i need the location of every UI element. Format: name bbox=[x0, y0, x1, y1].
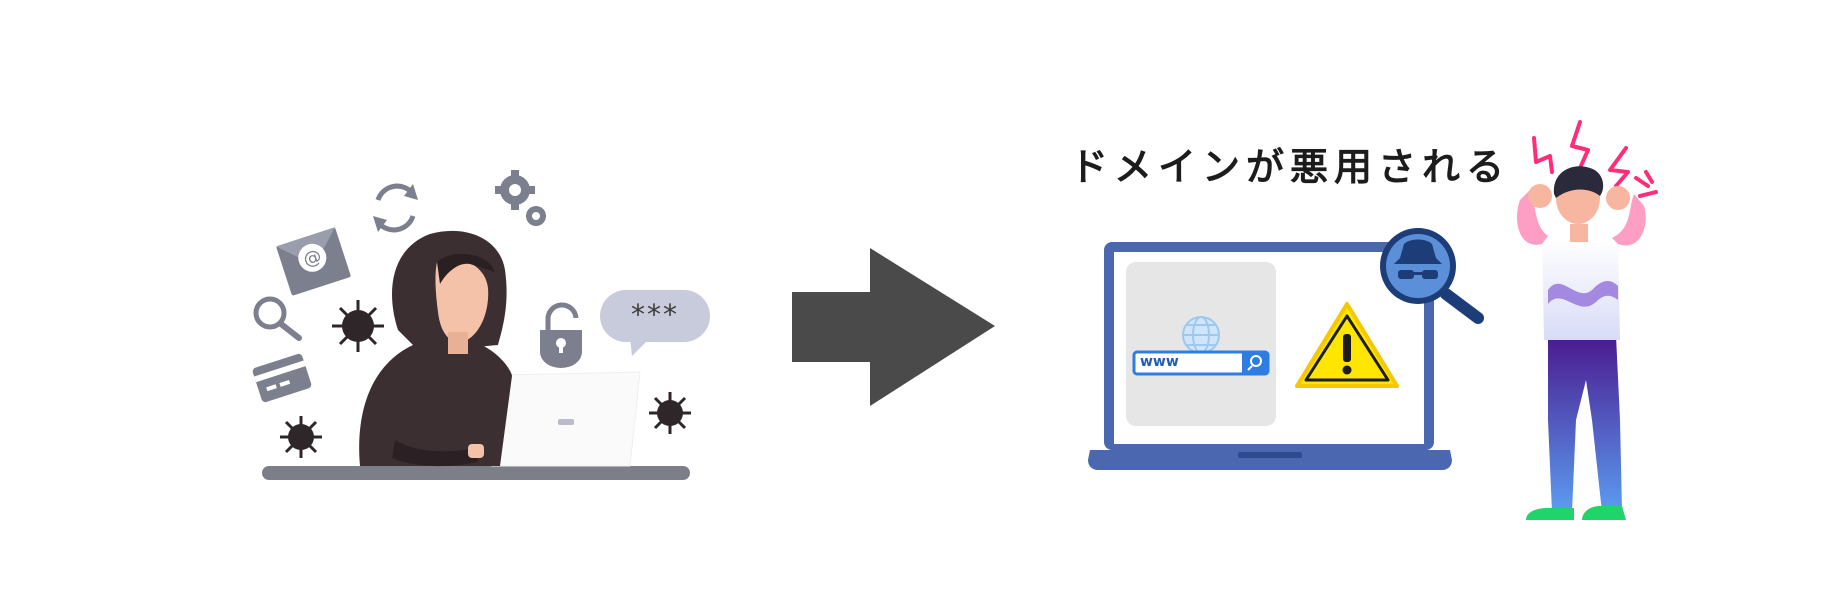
password-bubble bbox=[600, 290, 710, 356]
password-bubble-text: *** bbox=[631, 298, 679, 331]
address-bar bbox=[1132, 350, 1270, 376]
unlocked-padlock-icon bbox=[540, 302, 582, 368]
laptop-base bbox=[1088, 450, 1452, 470]
virus-icon bbox=[280, 416, 322, 458]
laptop-scene bbox=[1088, 228, 1484, 470]
hacker-laptop-icon bbox=[491, 371, 641, 467]
spy-magnifier-icon bbox=[1380, 228, 1484, 324]
hacker-scene: @ bbox=[252, 170, 710, 480]
address-bar-text: www bbox=[1140, 354, 1179, 370]
sync-icon bbox=[373, 183, 418, 233]
gear-icon bbox=[495, 170, 546, 226]
hooded-hacker-icon bbox=[359, 230, 512, 467]
search-icon bbox=[253, 296, 302, 341]
globe-icon bbox=[1182, 316, 1220, 354]
troubled-person-icon bbox=[1516, 120, 1658, 520]
desk bbox=[262, 466, 690, 480]
virus-icon bbox=[649, 392, 691, 434]
stress-marks bbox=[1532, 120, 1658, 198]
svg-text:@: @ bbox=[301, 245, 325, 271]
virus-icon bbox=[332, 300, 384, 352]
right-arrow-icon bbox=[792, 248, 995, 406]
warning-icon bbox=[1295, 302, 1399, 388]
email-icon: @ bbox=[276, 227, 351, 296]
caption-text: ドメインが悪用される bbox=[1070, 145, 1511, 189]
credit-card-icon bbox=[252, 353, 312, 403]
